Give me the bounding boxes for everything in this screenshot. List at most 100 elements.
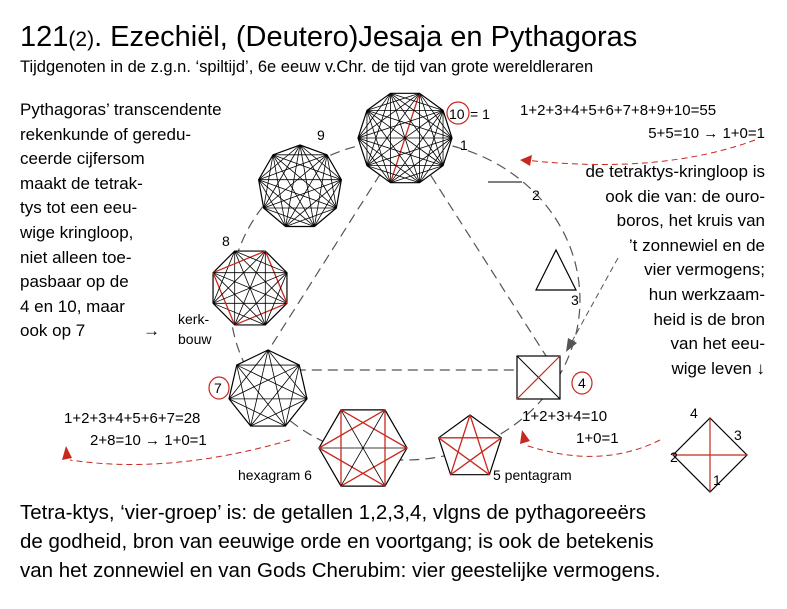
left-text-line: ceerde cijfersom [20,149,145,169]
label-hexagram: hexagram 6 [238,467,312,483]
sum-four-line2: 1+0=1 [576,430,619,447]
nonagon-nine-diagonal [272,154,342,181]
left-text-line: niet alleen toe- [20,247,132,267]
left-text-line: ook op 7 [20,321,86,341]
right-text-line: boros, het kruis van [616,211,765,231]
nonagon-nine-diagonal [263,154,328,209]
decagon-ten-diagonal [357,137,391,183]
nonagon-nine-diagonal [285,154,328,227]
decagon-ten-diagonal [419,110,444,183]
heptagon-seven-diagonal [267,349,286,427]
right-text-line: de tetraktys-kringloop is [585,162,765,181]
circle-four [571,371,593,395]
left-arrow: → [143,321,160,341]
page-subtitle: Tijdgenoten in de z.g.n. ‘spiltijd’, 6e … [20,58,594,76]
arrowhead-four [520,430,530,444]
decagon-ten [357,92,453,184]
decagon-ten-diagonal [390,93,444,166]
nonagon-nine-diagonal [299,144,337,209]
decagon-ten-diagonal [366,109,453,139]
heptagon-seven-outline [228,349,308,427]
cross-label-top: 4 [690,405,698,421]
nonagon-nine-diagonal [258,179,286,227]
octagon-eight-diagonal [212,250,236,304]
right-text-line: vier vermogens; [644,260,765,280]
title-part: (2) [68,28,95,51]
heptagon-seven-diagonal [284,364,300,427]
decagon-ten-diagonal [357,137,444,167]
label-four: 4 [578,375,586,391]
arrow-seven [69,439,291,465]
triangle-three [535,248,577,291]
heptagon-seven [228,349,308,427]
right-text-line: ’t zonnewiel en de [628,235,765,255]
right-text-line: wige leven ↓ [671,358,765,378]
left-text-line: 4 en 10, maar [20,296,125,316]
arrow-top [524,139,756,165]
sum-seven-line1: 1+2+3+4+5+6+7=28 [64,410,201,427]
nonagon-nine-diagonal [258,154,328,181]
hexagon-six [318,409,408,487]
octagon-eight [212,250,288,326]
octagon-eight-diagonal [234,272,288,326]
nonagon-nine-diagonal [272,154,315,227]
nonagon-nine-diagonal [258,144,301,181]
label-bouw: bouw [178,331,212,347]
decagon-ten-diagonal [390,137,453,184]
nonagon-nine-diagonal [263,179,342,209]
cross-label-right: 3 [734,427,742,443]
octagon-eight-diagonal [212,272,288,304]
right-text-line: ook die van: de ouro- [605,186,765,206]
sum-top-line2: 5+5=10 → 1+0=1 [648,125,765,142]
nonagon-nine-diagonal [314,179,342,227]
decagon-ten-diagonal [390,93,420,183]
heptagon-seven-diagonal [236,364,286,427]
nonagon-nine-diagonal [258,179,337,209]
heptagon-seven-diagonal [250,398,308,427]
decagon-ten-diagonal [366,110,420,183]
nonagon-nine-diagonal [313,154,328,227]
arrow-right [569,257,619,346]
nonagon-nine-diagonal [285,144,301,227]
pentagon-five-outline [437,414,503,476]
right-text-line: van het eeu- [670,334,765,354]
nonagon-nine-diagonal [258,179,315,227]
left-text-line: wige kringloop, [20,223,134,242]
bottom-text-line: Tetra-ktys, ‘vier-groep’ is: de getallen… [20,501,646,524]
decagon-ten-diagonal [357,92,420,139]
decagon-ten-diagonal [366,110,391,183]
octagon-eight-diagonal [264,272,288,326]
heptagon-seven-diagonal [250,349,269,427]
label-seven: 7 [214,380,222,396]
cross-label-left: 2 [670,449,678,465]
decagon-ten-diagonal [390,92,444,111]
left-text-line: pasbaar op de [20,272,129,292]
heptagon-seven-diagonal [267,349,308,400]
label-nine: 9 [317,127,325,143]
page-title: 121(2). Ezechiël, (Deutero)Jesaja en Pyt… [20,20,637,57]
title-number: 121 [20,21,69,53]
label-pentagram: 5 pentagram [493,467,572,483]
sum-top-line1: 1+2+3+4+5+6+7+8+9+10=55 [520,102,717,119]
right-text-line: heid is de bron [653,309,765,329]
pentagon-five-diagonal [450,437,502,476]
pentagon-five-diagonal [469,414,491,475]
decagon-ten-diagonal [357,93,391,139]
arrowhead-right [566,338,577,352]
pentagon-five-diagonal [449,414,471,475]
octagon-eight-diagonal [212,250,266,274]
label-one: 1 [460,137,468,153]
decagon-ten-diagonal [366,165,420,184]
label-three: 3 [571,292,579,308]
arrowhead-seven [62,446,72,460]
nonagon-nine [258,144,342,228]
nonagon-nine-diagonal [285,207,337,227]
heptagon-seven-diagonal [228,364,300,400]
nonagon-nine-diagonal [326,154,337,209]
decagon-ten-diagonal [390,92,453,139]
label-eight: 8 [222,233,230,249]
left-text-line: maakt de tetrak- [20,173,143,193]
heptagon-seven-diagonal [250,364,300,427]
circle-ten [446,101,470,125]
